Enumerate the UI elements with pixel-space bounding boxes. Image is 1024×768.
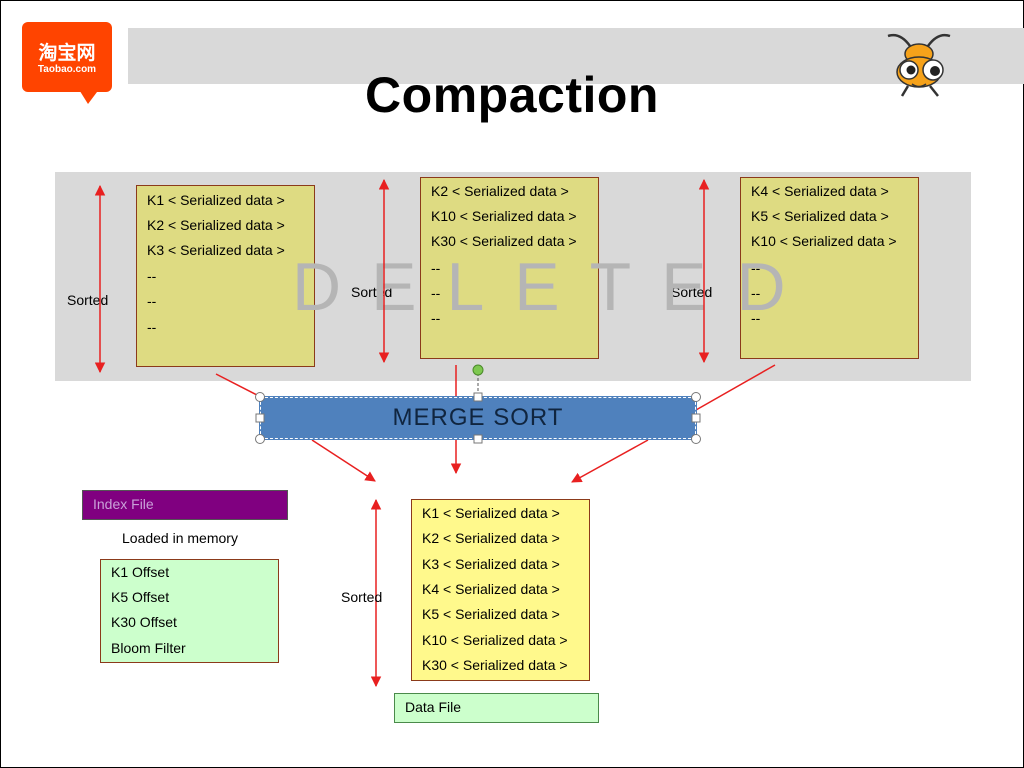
list-item: K4 < Serialized data > bbox=[751, 183, 889, 199]
list-item: -- bbox=[147, 268, 157, 284]
logo-speech-tail bbox=[78, 88, 100, 104]
input-sstable-2: K2 < Serialized data > K10 < Serialized … bbox=[420, 177, 599, 359]
list-item: K5 < Serialized data > bbox=[751, 208, 889, 224]
resize-handle bbox=[691, 392, 701, 402]
list-item: K30 < Serialized data > bbox=[422, 657, 568, 673]
list-item: K1 Offset bbox=[111, 564, 170, 580]
logo-cn-text: 淘宝网 bbox=[38, 42, 96, 64]
resize-handle bbox=[473, 434, 483, 444]
list-item: K5 < Serialized data > bbox=[422, 606, 560, 622]
slide-title: Compaction bbox=[365, 67, 659, 123]
list-item: -- bbox=[431, 260, 441, 276]
logo-en-text: Taobao.com bbox=[37, 64, 97, 75]
ant-mascot-icon bbox=[887, 33, 951, 97]
list-item: K30 Offset bbox=[111, 614, 177, 630]
list-item: K2 < Serialized data > bbox=[431, 183, 569, 199]
list-item: K10 < Serialized data > bbox=[751, 233, 897, 249]
list-item: -- bbox=[751, 260, 761, 276]
merge-sort-box[interactable]: MERGE SORT bbox=[259, 396, 697, 440]
loaded-in-memory-label: Loaded in memory bbox=[122, 530, 238, 546]
merge-sort-label: MERGE SORT bbox=[392, 404, 564, 431]
list-item: K3 < Serialized data > bbox=[147, 242, 285, 258]
list-item: K5 Offset bbox=[111, 589, 170, 605]
list-item: K10 < Serialized data > bbox=[431, 208, 577, 224]
list-item: K30 < Serialized data > bbox=[431, 233, 577, 249]
merge-to-output-arrow-right bbox=[571, 439, 649, 483]
list-item: K10 < Serialized data > bbox=[422, 632, 568, 648]
list-item: K2 < Serialized data > bbox=[147, 217, 285, 233]
merge-to-output-arrow-left bbox=[311, 439, 376, 482]
list-item: K2 < Serialized data > bbox=[422, 530, 560, 546]
list-item: -- bbox=[751, 285, 761, 301]
resize-handle bbox=[255, 434, 265, 444]
data-file-label: Data File bbox=[394, 693, 599, 723]
list-item: -- bbox=[147, 293, 157, 309]
index-file-label: Index File bbox=[82, 490, 288, 520]
list-item: -- bbox=[431, 310, 441, 326]
list-item: K3 < Serialized data > bbox=[422, 556, 560, 572]
list-item: -- bbox=[147, 319, 157, 335]
output-sstable: K1 < Serialized data > K2 < Serialized d… bbox=[411, 499, 590, 681]
list-item: K1 < Serialized data > bbox=[147, 192, 285, 208]
list-item: -- bbox=[431, 285, 441, 301]
resize-handle bbox=[691, 413, 701, 423]
header-bar bbox=[128, 28, 1024, 84]
taobao-logo: 淘宝网 Taobao.com bbox=[22, 22, 112, 92]
resize-handle bbox=[691, 434, 701, 444]
input-3-to-merge-line bbox=[695, 364, 776, 411]
list-item: K1 < Serialized data > bbox=[422, 505, 560, 521]
index-entries-box: K1 Offset K5 Offset K30 Offset Bloom Fil… bbox=[100, 559, 279, 663]
list-item: K4 < Serialized data > bbox=[422, 581, 560, 597]
list-item: -- bbox=[751, 310, 761, 326]
sorted-label-output: Sorted bbox=[341, 589, 383, 605]
rotate-handle bbox=[472, 364, 484, 376]
resize-handle bbox=[473, 392, 483, 402]
input-sstable-1: K1 < Serialized data > K2 < Serialized d… bbox=[136, 185, 315, 367]
resize-handle bbox=[255, 413, 265, 423]
resize-handle bbox=[255, 392, 265, 402]
input-sstable-3: K4 < Serialized data > K5 < Serialized d… bbox=[740, 177, 919, 359]
list-item: Bloom Filter bbox=[111, 640, 186, 656]
